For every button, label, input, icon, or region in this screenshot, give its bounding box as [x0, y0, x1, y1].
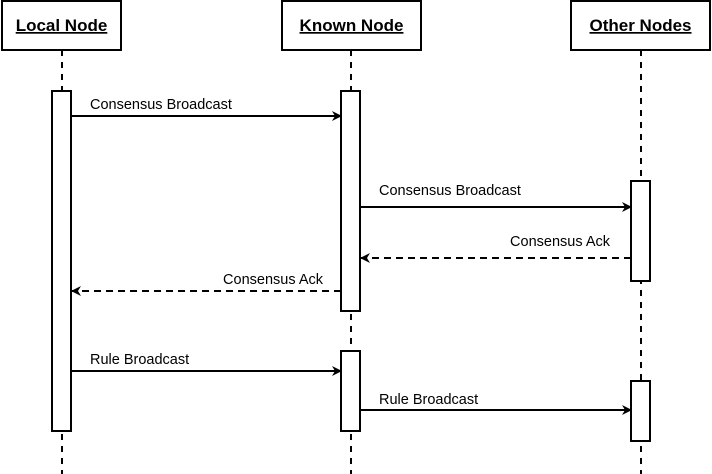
message-consensus-broadcast-known-to-other: Consensus Broadcast — [360, 183, 632, 212]
message-rule-broadcast-local-to-known: Rule Broadcast — [71, 352, 342, 376]
message-consensus-broadcast-local-to-known: Consensus Broadcast — [71, 97, 342, 121]
message-label: Consensus Ack — [223, 272, 324, 288]
participant-other-nodes-label: Other Nodes — [589, 16, 691, 35]
message-consensus-ack-other-to-known: Consensus Ack — [360, 234, 631, 263]
activation-local-node — [51, 90, 72, 432]
activation-other-nodes-2 — [630, 380, 651, 442]
participant-known-node-label: Known Node — [300, 16, 404, 35]
message-consensus-ack-known-to-local: Consensus Ack — [71, 272, 341, 296]
activation-other-nodes-1 — [630, 180, 651, 282]
participant-other-nodes: Other Nodes — [570, 0, 711, 51]
message-label: Consensus Broadcast — [379, 183, 521, 199]
participant-local-node-label: Local Node — [16, 16, 108, 35]
message-rule-broadcast-known-to-other: Rule Broadcast — [360, 392, 632, 415]
message-label: Consensus Ack — [510, 234, 611, 250]
participant-known-node: Known Node — [281, 0, 422, 51]
message-label: Rule Broadcast — [90, 352, 189, 368]
message-label: Consensus Broadcast — [90, 97, 232, 113]
participant-local-node: Local Node — [1, 0, 122, 51]
message-label: Rule Broadcast — [379, 392, 478, 408]
activation-known-node-1 — [340, 90, 361, 312]
activation-known-node-2 — [340, 350, 361, 432]
